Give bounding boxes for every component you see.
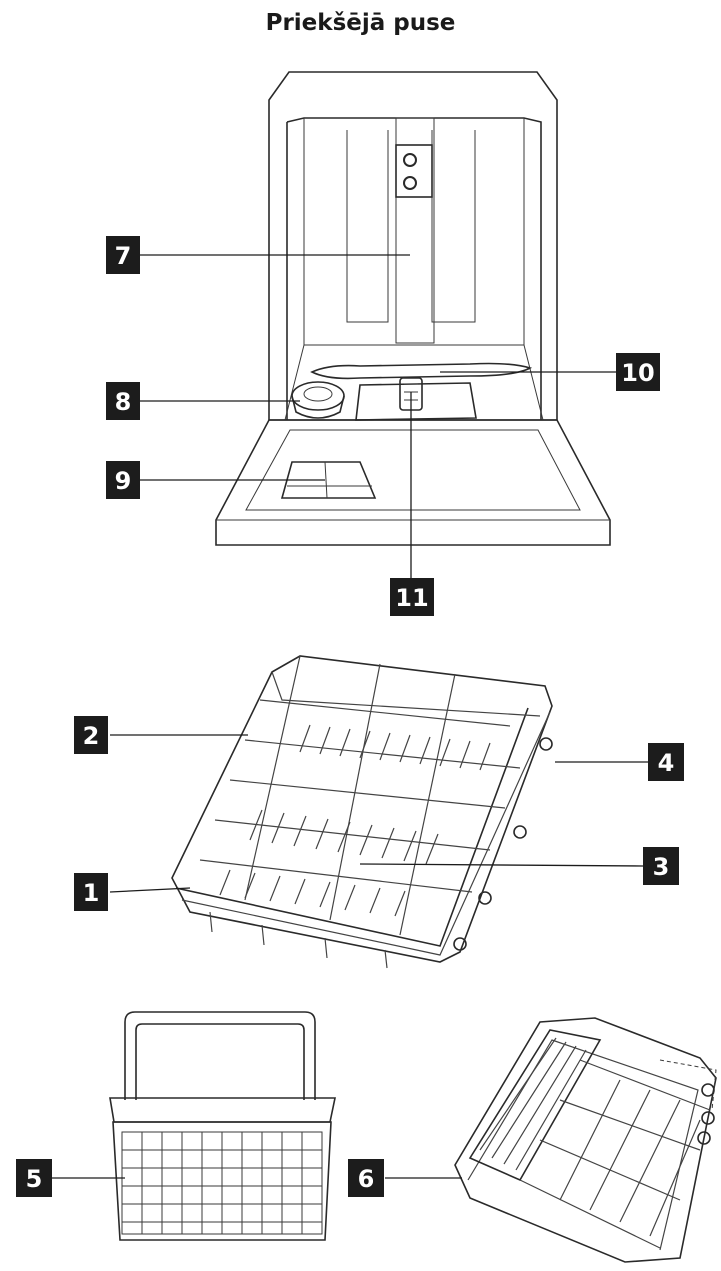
callout-9-label: 9 <box>115 467 132 495</box>
callout-11: 11 <box>390 578 434 616</box>
cutlery-grid <box>122 1132 322 1234</box>
callout-8-label: 8 <box>115 388 132 416</box>
callout-1-label: 1 <box>83 879 100 907</box>
callout-7-label: 7 <box>115 242 132 270</box>
callout-11-label: 11 <box>395 584 428 612</box>
cutlery-basket <box>110 1012 335 1240</box>
upper-basket <box>172 656 552 968</box>
callout-4-label: 4 <box>658 749 675 777</box>
callout-1: 1 <box>74 873 108 911</box>
callout-10-label: 10 <box>621 359 654 387</box>
leader-lines <box>52 255 648 1178</box>
callout-6-label: 6 <box>358 1165 375 1193</box>
callout-9: 9 <box>106 461 140 499</box>
callout-7: 7 <box>106 236 140 274</box>
callout-3: 3 <box>643 847 679 885</box>
callout-2-label: 2 <box>83 722 100 750</box>
lower-basket <box>455 1018 716 1262</box>
callout-3-label: 3 <box>653 853 670 881</box>
callout-5: 5 <box>16 1159 52 1197</box>
callout-6: 6 <box>348 1159 384 1197</box>
callout-5-label: 5 <box>26 1165 43 1193</box>
callout-4: 4 <box>648 743 684 781</box>
dishwasher-body <box>216 72 610 545</box>
basket-tines <box>220 725 490 916</box>
callout-2: 2 <box>74 716 108 754</box>
callout-10: 10 <box>616 353 660 391</box>
callout-8: 8 <box>106 382 140 420</box>
